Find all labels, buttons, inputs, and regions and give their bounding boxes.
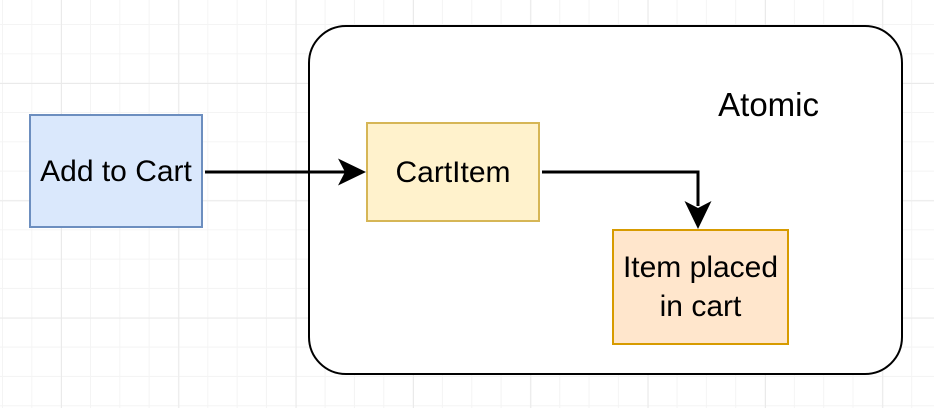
node-cart-item-label: CartItem (395, 155, 511, 189)
node-add-to-cart-label: Add to Cart (40, 154, 192, 188)
arrowhead-right-icon (338, 158, 366, 186)
edge-cart-item-to-item-placed-line (542, 170, 700, 206)
node-cart-item[interactable]: CartItem (366, 122, 540, 222)
edge-add-to-cart-to-cart-item[interactable] (205, 158, 366, 186)
arrowhead-down-icon (684, 201, 712, 229)
node-add-to-cart[interactable]: Add to Cart (29, 114, 203, 228)
edge-cart-item-to-item-placed[interactable] (542, 170, 712, 229)
node-item-placed-in-cart-label: Item placed in cart (622, 251, 779, 323)
group-atomic-label: Atomic (718, 86, 819, 123)
node-item-placed-in-cart[interactable]: Item placed in cart (612, 229, 789, 345)
